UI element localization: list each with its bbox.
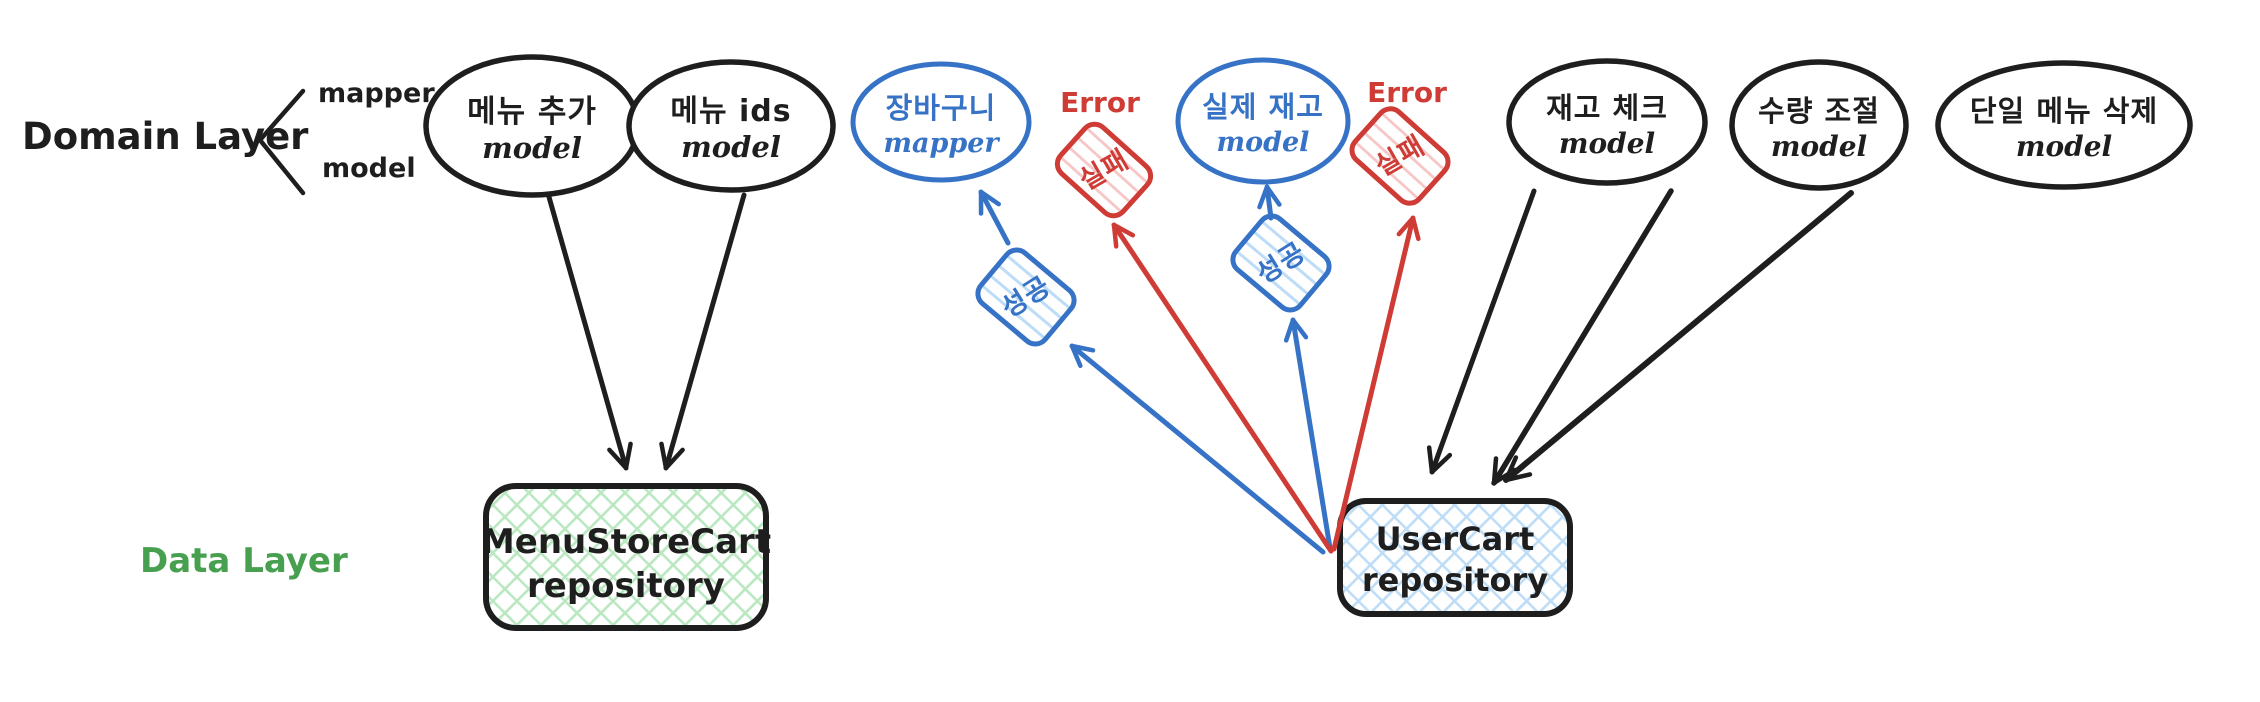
node-single-menu-delete-subtitle: model: [2016, 130, 2112, 163]
domain-layer-label: Domain Layer: [22, 115, 309, 158]
node-fail-2: 실패: [1349, 106, 1451, 206]
node-real-stock-subtitle: model: [1217, 127, 1310, 158]
error-label-2: Error: [1367, 76, 1447, 109]
arrow-stock-check-to-usercart: [1426, 188, 1537, 475]
bracket-mapper-label: mapper: [318, 78, 435, 109]
arrow-usercart-to-success-2: [1283, 317, 1333, 551]
node-menu-ids-model: 메뉴 ids model: [626, 59, 836, 193]
node-single-menu-delete-title: 단일 메뉴 삭제: [1970, 94, 2158, 128]
node-stock-check-model: 재고 체크 model: [1506, 58, 1708, 186]
node-quantity-adjust-title: 수량 조절: [1758, 94, 1880, 128]
arrow-usercart-to-success-1: [1069, 343, 1326, 555]
arrow-usercart-to-fail-2: [1331, 215, 1421, 552]
arrow-usercart-to-fail-1: [1111, 222, 1334, 554]
bracket-shape: [257, 88, 306, 196]
arrow-success-1-to-cart-mapper: [978, 189, 1011, 246]
node-menu-add-model: 메뉴 추가 model: [423, 54, 641, 198]
node-menu-add-subtitle: model: [482, 131, 582, 165]
node-success-2: 성공: [1230, 213, 1332, 313]
node-stock-check-title: 재고 체크: [1546, 91, 1668, 125]
node-single-menu-delete-model: 단일 메뉴 삭제 model: [1935, 60, 2193, 190]
arrow-single-menu-delete-to-usercart: [1503, 190, 1854, 483]
node-cart-mapper: 장바구니 mapper: [850, 61, 1032, 183]
node-usercart-repository: UserCart repository: [1337, 498, 1573, 617]
usercart-subtitle: repository: [1362, 561, 1548, 599]
node-fail-1: 실패: [1054, 121, 1154, 219]
node-stock-check-subtitle: model: [1559, 127, 1655, 160]
arrow-menu-add-to-menustorecart: [546, 194, 633, 471]
node-quantity-adjust-model: 수량 조절 model: [1729, 59, 1909, 191]
node-menu-ids-title: 메뉴 ids: [670, 94, 791, 129]
node-real-stock-title: 실제 재고: [1202, 90, 1324, 124]
usercart-title: UserCart: [1376, 520, 1535, 558]
node-menu-add-title: 메뉴 추가: [467, 94, 597, 130]
node-menustorecart-repository: MenuStoreCart repository: [481, 483, 771, 631]
error-label-1: Error: [1060, 86, 1140, 119]
menustorecart-subtitle: repository: [527, 566, 725, 606]
node-success-1: 성공: [975, 247, 1077, 347]
arrow-success-2-to-real-stock: [1257, 184, 1282, 221]
arrow-quantity-adjust-to-usercart: [1491, 188, 1674, 486]
node-real-stock-model: 실제 재고 model: [1175, 57, 1351, 185]
bracket-model-label: model: [322, 153, 416, 184]
data-layer-label: Data Layer: [140, 541, 348, 581]
node-menu-ids-subtitle: model: [681, 130, 781, 164]
node-quantity-adjust-subtitle: model: [1771, 130, 1867, 163]
arrow-menu-ids-to-menustorecart: [659, 192, 747, 471]
node-cart-mapper-title: 장바구니: [886, 91, 997, 125]
menustorecart-title: MenuStoreCart: [481, 522, 771, 562]
node-cart-mapper-subtitle: mapper: [883, 128, 1000, 159]
